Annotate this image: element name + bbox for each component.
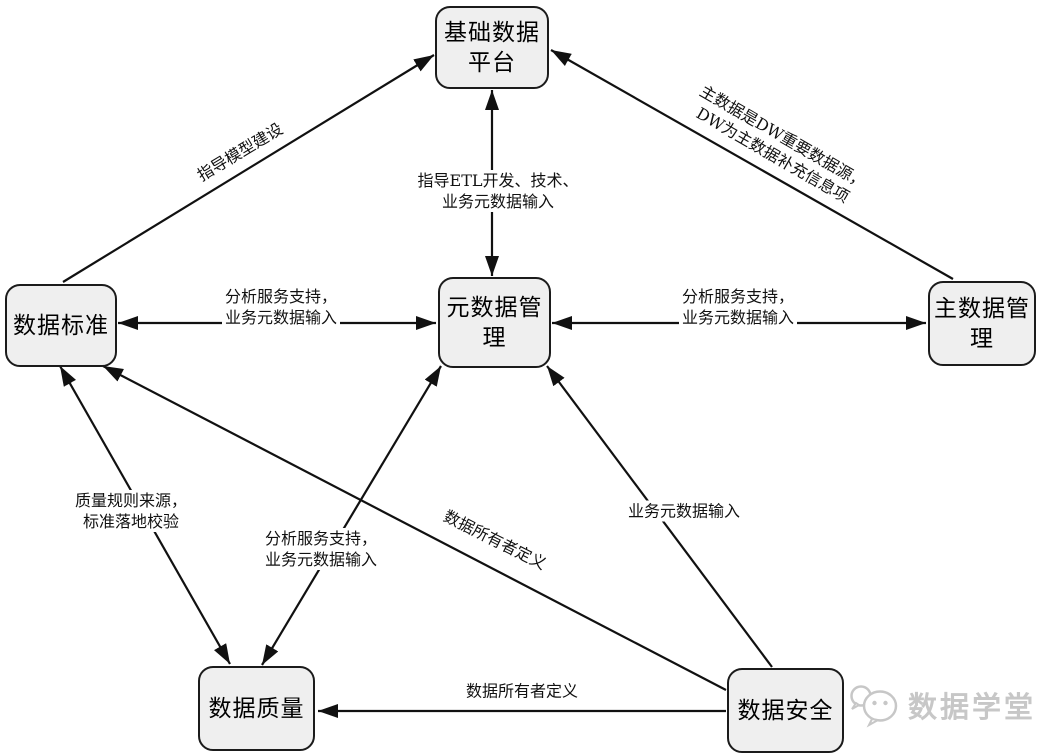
node-data-quality: 数据质量: [198, 666, 315, 751]
label-business-metadata-input: 业务元数据输入: [624, 500, 744, 522]
label-line: 业务元数据输入: [224, 308, 338, 327]
label-line: 指导ETL开发、技术、: [417, 171, 579, 190]
edge-security-to-standard: [102, 365, 727, 691]
watermark: 数据学堂: [848, 680, 1036, 730]
label-quality-rule-source: 质量规则来源， 标准落地校验: [71, 490, 191, 532]
node-label: 数据安全: [737, 697, 834, 724]
label-analysis-support-quality: 分析服务支持， 业务元数据输入: [261, 528, 381, 570]
node-basic-data-platform: 基础数据 平台: [435, 6, 549, 89]
label-line: 标准落地校验: [82, 512, 180, 531]
label-line: 分析服务支持，: [264, 529, 378, 548]
node-label: 主数据管: [934, 295, 1030, 322]
wechat-logo-icon: [850, 685, 898, 728]
node-label: 基础数据: [444, 19, 540, 46]
node-label: 数据标准: [13, 312, 109, 339]
label-line: 业务元数据输入: [681, 308, 795, 327]
node-data-standard: 数据标准: [5, 284, 117, 367]
node-label: 元数据管: [446, 294, 543, 321]
label-etl-guidance: 指导ETL开发、技术、 业务元数据输入: [414, 170, 582, 212]
edge-master-to-platform: [550, 49, 954, 280]
node-metadata-management: 元数据管 理: [438, 277, 551, 368]
label-line: 业务元数据输入: [264, 550, 378, 569]
node-label: 平台: [468, 49, 516, 76]
label-line: 分析服务支持，: [681, 287, 795, 306]
edge-quality-metadata: [261, 365, 442, 666]
node-label: 数据质量: [208, 695, 305, 722]
label-line: 业务元数据输入: [441, 192, 555, 211]
label-data-owner-definition-horizontal: 数据所有者定义: [465, 681, 579, 701]
label-analysis-support-right: 分析服务支持， 业务元数据输入: [678, 286, 798, 328]
label-line: 分析服务支持，: [224, 287, 338, 306]
edge-standard-to-platform: [62, 54, 435, 283]
node-label: 理: [482, 324, 507, 351]
node-data-security: 数据安全: [727, 668, 844, 753]
node-label: 理: [970, 325, 994, 352]
label-analysis-support-left: 分析服务支持， 业务元数据输入: [221, 286, 341, 328]
label-line: 质量规则来源，: [74, 491, 188, 510]
node-master-data-management: 主数据管 理: [928, 281, 1036, 366]
watermark-text: 数据学堂: [908, 690, 1037, 724]
